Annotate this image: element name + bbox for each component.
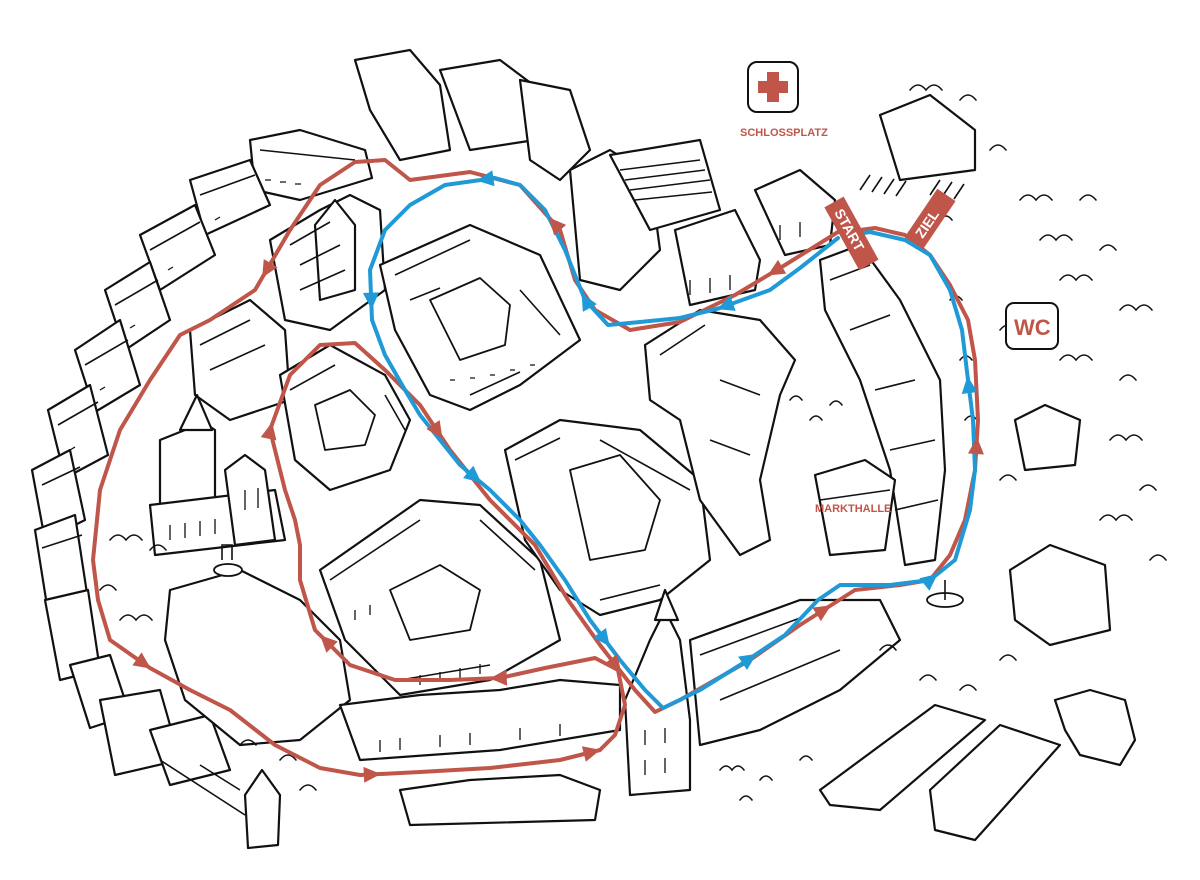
markthalle-building [813, 458, 897, 557]
blue-route-arrow-6 [738, 653, 757, 670]
red-route-arrow-11 [812, 605, 831, 622]
red-route-arrow-7 [320, 635, 338, 653]
southwest-courtyard-block [318, 498, 562, 697]
north-courtyard-block [378, 223, 582, 412]
central-east-block [643, 308, 797, 557]
blue-route-arrow-0 [716, 295, 736, 311]
north-row [353, 48, 977, 307]
fountain [213, 544, 964, 608]
route-arrows [132, 170, 984, 783]
red-route-arrow-1 [548, 217, 567, 236]
red-route-arrow-5 [581, 746, 601, 762]
church [148, 393, 287, 557]
blue-route [368, 176, 977, 710]
blue-route-arrow-8 [961, 376, 978, 394]
red-route-arrow-0 [767, 259, 787, 276]
red-route-arrow-4 [363, 766, 381, 783]
red-route-arrow-9 [426, 420, 443, 439]
western-row-houses [30, 128, 374, 787]
red-route-arrow-12 [967, 436, 984, 455]
first-aid-icon [747, 61, 799, 113]
blue-route-arrow-4 [463, 465, 482, 483]
blue-route-arrow-1 [581, 293, 597, 312]
red-route-arrow-8 [260, 422, 277, 441]
red-route-arrow-3 [132, 652, 151, 669]
schlossplatz-label: SCHLOSSPLATZ [740, 127, 828, 139]
wc-label: WC [1014, 315, 1051, 340]
bottom-buildings [398, 688, 1137, 842]
trees [99, 84, 1167, 801]
ziel-sign: ZIEL [904, 188, 956, 250]
blue-route-arrow-3 [362, 292, 379, 310]
eastern-row [818, 243, 947, 567]
northwest-block [188, 193, 387, 422]
west-inner-block [278, 343, 412, 492]
red-route-arrow-10 [604, 653, 622, 673]
markthalle-label: MARKTHALLE [815, 503, 891, 515]
southwest-tower [159, 759, 282, 850]
red-route-arrow-6 [489, 669, 508, 686]
buildings-layer [30, 48, 1167, 850]
routes-layer [91, 158, 980, 777]
wc-icon: WC [1005, 302, 1059, 350]
red-route-arrow-2 [262, 259, 278, 278]
east-detached [1008, 403, 1112, 647]
red-route [91, 158, 980, 777]
blue-route-arrow-5 [593, 627, 610, 647]
blue-route-arrow-7 [919, 573, 938, 591]
blue-route-arrow-2 [476, 170, 495, 187]
